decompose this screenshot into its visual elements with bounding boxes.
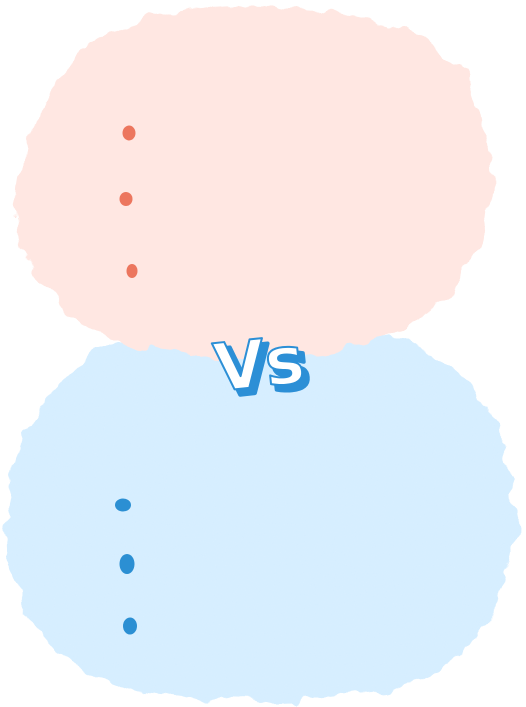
bottom-bullet-dot <box>119 554 135 574</box>
bottom-bullet-list <box>115 498 137 635</box>
vs-mark-text: Vs <box>210 321 308 407</box>
bottom-blob-texture <box>0 300 526 707</box>
bottom-bullet-dot <box>123 617 137 635</box>
bottom-blob <box>0 300 526 707</box>
vs-mark: Vs Vs <box>209 320 316 414</box>
top-blob <box>17 8 490 358</box>
vs-mark-shadow: Vs <box>216 327 314 413</box>
bottom-bullet-dot <box>115 498 131 512</box>
top-bullet-dot <box>126 264 138 278</box>
top-bullet-dot <box>119 192 133 206</box>
top-bullet-dot <box>122 125 136 141</box>
top-blob-shape <box>17 8 490 358</box>
top-bullet-list <box>119 125 138 278</box>
